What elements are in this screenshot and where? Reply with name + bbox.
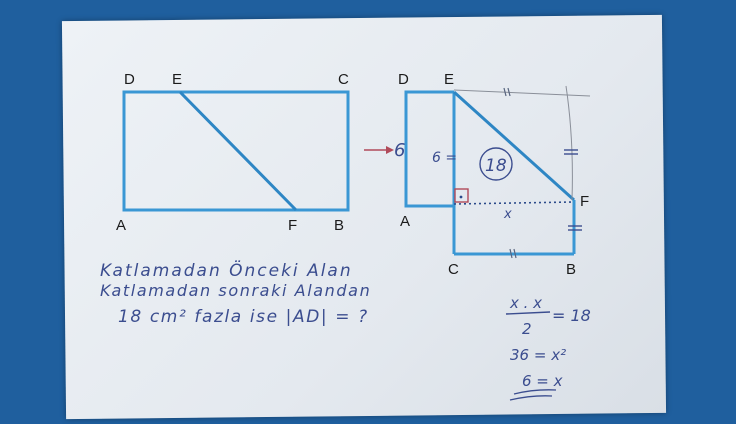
right-angle-marker [454, 188, 469, 203]
problem-line-3: 18 cm² fazla ise |AD| = ? [118, 307, 369, 327]
fraction-denominator: 2 [522, 320, 532, 338]
label-B-right: B [566, 261, 576, 278]
label-A-left: A [116, 217, 126, 234]
pencil-right-line [565, 85, 573, 201]
step-6-equals-x: 6 = x [522, 372, 563, 390]
label-E-right: E [444, 71, 454, 88]
side-6-outside: 6 [394, 140, 405, 161]
label-C-right: C [448, 261, 459, 278]
fraction-result: = 18 [552, 306, 591, 325]
right-figure: 18 D E A F C B 6 6 = x [394, 71, 591, 278]
label-D-right: D [398, 71, 409, 88]
label-A-right: A [400, 213, 410, 230]
fraction-numerator: x . x [509, 294, 542, 312]
left-rectangle [122, 90, 350, 212]
fold-arrow [364, 146, 394, 154]
label-D-left: D [124, 71, 135, 88]
area-18-label: 18 [485, 156, 507, 176]
step-36: 36 = x² [510, 346, 566, 364]
problem-line-1: Katlamadan Önceki Alan [100, 259, 353, 281]
arrow-head [386, 146, 394, 154]
area-circle [479, 147, 513, 181]
answer-underline [509, 389, 557, 401]
dotted-line-x [453, 201, 575, 205]
tick-CB-1 [509, 248, 513, 259]
solution: x . x 2 = 18 36 = x² 6 = x [505, 294, 591, 401]
tick-CB-2 [513, 248, 517, 259]
tick-top-1 [503, 87, 507, 97]
x-label: x [503, 207, 512, 222]
left-diagonal-EF [178, 90, 298, 212]
label-F-left: F [288, 217, 297, 234]
label-B-left: B [334, 217, 344, 234]
left-figure: D E C A F B [116, 71, 350, 234]
strip-ADE [404, 90, 454, 208]
label-F-right: F [580, 193, 589, 210]
fraction-bar [505, 311, 551, 315]
fold-line-EF [452, 90, 576, 202]
right-angle-dot [459, 195, 463, 199]
label-E-left: E [172, 71, 182, 88]
side-6-inside: 6 = [432, 150, 457, 166]
label-C-left: C [338, 71, 349, 88]
problem-line-2: Katlamadan sonraki Alandan [100, 281, 371, 300]
problem-text: Katlamadan Önceki Alan Katlamadan sonrak… [100, 259, 371, 327]
pencil-top-line [453, 89, 591, 97]
tick-top-2 [507, 87, 511, 97]
